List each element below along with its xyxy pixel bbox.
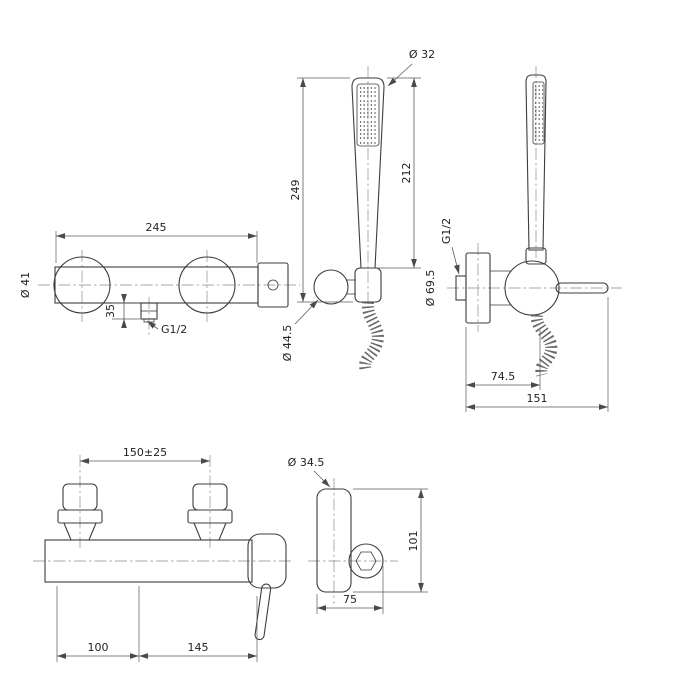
dim-wand-length: 212 [377,77,421,269]
handle-knob [348,543,384,579]
dim-depth-to-body: 74.5 [465,327,541,412]
dim-depth: 75 [316,566,384,614]
label-body-diameter-text: Ø 34.5 [288,456,325,469]
diverter-button [267,279,279,291]
dim-label-depth: 75 [343,593,357,606]
dim-overall-depth: 151 [466,297,609,412]
view-handshower-holder: Ø 32 212 249 Ø 44.5 [281,48,435,373]
view-bar-mixer-front: 150±25 100 145 [33,446,293,662]
centerlines-side [447,66,622,332]
valve-body-side [316,488,352,593]
dim-label-wand-length: 212 [400,163,413,184]
flange-right [178,256,236,314]
centerlines-bar-front [33,455,293,562]
spray-face-side [532,81,545,145]
knob-hex [355,551,377,571]
dim-label-height: 101 [407,531,420,552]
dim-label-overall-depth: 151 [527,392,548,405]
label-head-diameter: Ø 32 [387,48,435,87]
spray-nozzles [360,87,376,144]
view-wall-mixer-front: 245 Ø 41 35 G1/2 [19,221,300,337]
label-holder-diameter: Ø 44.5 [281,299,319,362]
dim-center-distance: 150±25 [80,446,210,464]
label-escutcheon-diameter: Ø 69.5 [424,270,437,307]
dim-label-outlet-drop: 35 [104,304,117,318]
label-outlet-thread: G1/2 [146,320,187,336]
holder-knob [313,269,349,305]
dim-overall-width: 245 [55,221,258,263]
dim-overall-length: 249 [289,77,353,303]
label-inlet-thread-text: G1/2 [440,218,453,244]
valve-cap [247,533,287,589]
lever [254,583,272,641]
dim-label-center-distance: 150±25 [123,446,167,459]
shower-hose [359,301,384,373]
dim-label-overall-length: 249 [289,180,302,201]
dim-label-width: 245 [146,221,167,234]
centerlines-front [38,250,300,337]
inlet-stub [455,275,467,301]
spray-nozzles-side [535,85,543,141]
view-wall-mixer-side: G1/2 Ø 69.5 74.5 151 [424,66,622,412]
body-connector [490,270,511,306]
dim-height: 101 [353,488,428,593]
centerlines-bar-side [308,478,398,604]
shower-hose-side [530,314,558,377]
handshower-wand [351,77,385,269]
dim-label-right-span: 145 [188,641,209,654]
diverter-knob [257,262,289,308]
view-bar-mixer-side: Ø 34.5 101 75 [288,456,428,614]
wand-bracket [525,247,547,265]
handshower-wand-side [525,74,547,251]
holder-bracket [346,279,356,295]
spray-face [356,83,380,147]
flange-left [53,256,111,314]
dim-label-left-span: 100 [88,641,109,654]
dim-label-flange-diameter: Ø 41 [19,272,32,298]
label-inlet-thread: G1/2 [440,218,460,275]
label-head-diameter-text: Ø 32 [409,48,435,61]
dim-bottom-spans: 100 145 [56,586,258,662]
bar-mixer-body [44,539,253,583]
label-outlet-thread-text: G1/2 [161,323,187,336]
dim-label-depth-to-body: 74.5 [491,370,516,383]
label-body-diameter: Ø 34.5 [288,456,331,488]
label-holder-diameter-text: Ø 44.5 [281,325,294,362]
lever-handle-side [555,282,609,294]
dim-outlet-drop: 35 [104,294,140,328]
